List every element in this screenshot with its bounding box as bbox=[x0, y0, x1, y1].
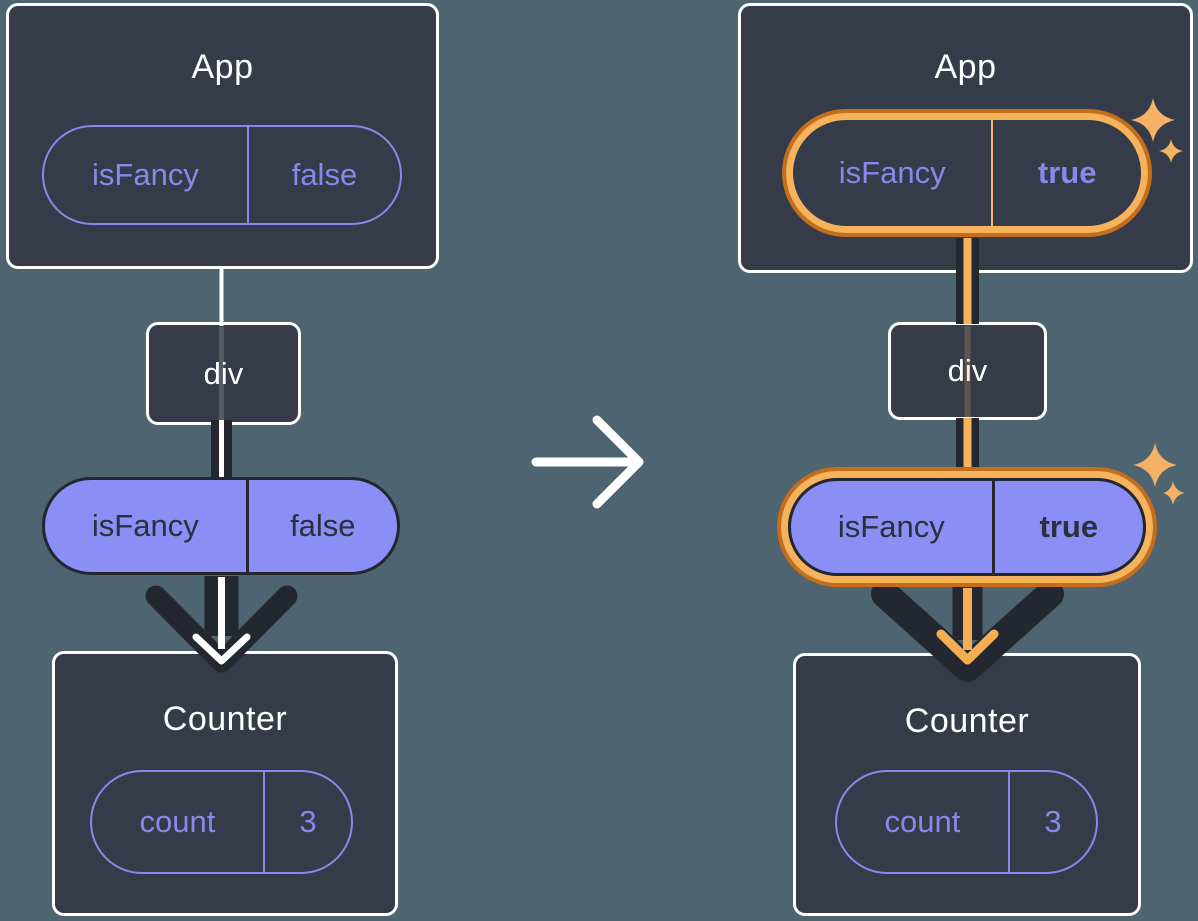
right-app-prop-pill: isFancy true bbox=[793, 120, 1141, 226]
right-app-prop-value: true bbox=[991, 120, 1141, 226]
right-div-node-box: div bbox=[888, 322, 1047, 420]
left-counter-state-pill: count 3 bbox=[90, 770, 353, 874]
right-div-to-pill-dark-band bbox=[956, 418, 979, 470]
highlight-ring-inner: isFancy true bbox=[786, 113, 1148, 233]
highlight-ring-inner: isFancy true bbox=[781, 471, 1153, 583]
right-counter-state-value: 3 bbox=[1007, 772, 1096, 872]
left-counter-title: Counter bbox=[162, 700, 288, 738]
right-counter-state-pill: count 3 bbox=[835, 770, 1098, 874]
left-passed-prop-name: isFancy bbox=[91, 508, 199, 543]
left-app-prop-name: isFancy bbox=[92, 157, 199, 192]
left-app-prop-value: false bbox=[246, 127, 400, 223]
left-div-label: div bbox=[203, 355, 244, 391]
right-app-title: App bbox=[934, 48, 997, 86]
left-div-node-box: div bbox=[146, 322, 301, 425]
left-passed-prop-pill: isFancy false bbox=[42, 477, 400, 575]
transition-arrow-head bbox=[592, 415, 644, 509]
left-app-prop-pill: isFancy false bbox=[42, 125, 402, 225]
left-counter-state-value: 3 bbox=[262, 772, 351, 872]
right-passed-prop-name: isFancy bbox=[837, 509, 945, 544]
right-counter-title: Counter bbox=[904, 702, 1030, 740]
right-app-prop-pill-highlight-ring: isFancy true bbox=[782, 109, 1152, 237]
left-div-to-pill-dark-band bbox=[211, 420, 232, 480]
right-passed-prop-value: true bbox=[991, 481, 1143, 573]
left-counter-state-name: count bbox=[139, 804, 216, 839]
left-passed-prop-value: false bbox=[245, 480, 397, 572]
sparkle-icon bbox=[1163, 481, 1185, 505]
right-passed-prop-pill-highlight-ring: isFancy true bbox=[777, 467, 1157, 587]
right-passed-prop-pill: isFancy true bbox=[788, 478, 1146, 576]
right-app-prop-name: isFancy bbox=[838, 155, 946, 190]
left-app-title: App bbox=[191, 48, 254, 86]
right-div-label: div bbox=[947, 353, 988, 388]
right-counter-state-name: count bbox=[884, 804, 961, 839]
